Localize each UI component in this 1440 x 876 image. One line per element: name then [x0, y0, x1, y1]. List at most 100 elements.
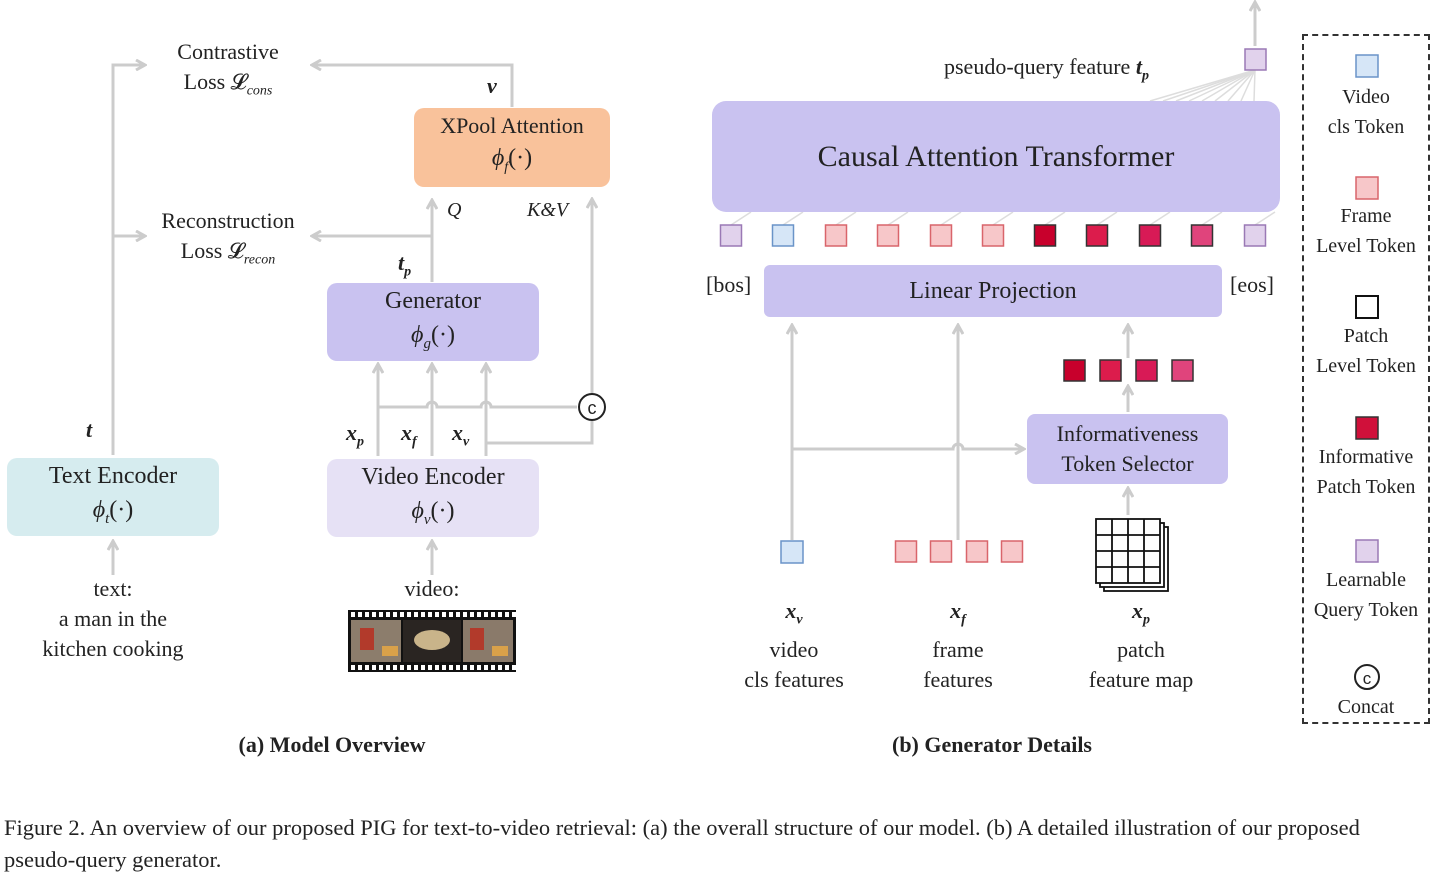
- frame-token: [1000, 540, 1024, 563]
- film-hole: [512, 665, 516, 670]
- panel-b-arrows: [792, 2, 1255, 540]
- q-label: Q: [447, 199, 462, 221]
- causal-attention-transformer-box: Causal Attention Transformer: [712, 101, 1280, 212]
- film-hole: [463, 665, 467, 670]
- film-hole: [379, 665, 383, 670]
- film-hole: [400, 665, 404, 670]
- film-hole: [456, 665, 460, 670]
- fan-line: [1227, 69, 1256, 102]
- panel-a-arrows: [113, 65, 592, 575]
- token-line: [835, 211, 857, 226]
- film-hole: [372, 665, 376, 670]
- figure-caption: Figure 2. An overview of our proposed PI…: [4, 815, 1360, 872]
- linear-projection-box: Linear Projection: [764, 265, 1222, 317]
- token-line: [782, 211, 804, 226]
- concat-node: c: [578, 393, 606, 421]
- concat-symbol: c: [588, 398, 597, 418]
- pseudo-query-token: [1244, 48, 1267, 71]
- tp-label: tp: [398, 250, 412, 280]
- film-hole: [477, 612, 481, 617]
- film-hole: [449, 665, 453, 670]
- video-input-label: video:: [404, 576, 460, 601]
- learnable-query-token-icon: [1355, 539, 1379, 563]
- film-hole: [456, 612, 460, 617]
- film-hole: [407, 612, 411, 617]
- film-hole: [351, 612, 355, 617]
- informative-token: [1063, 359, 1086, 382]
- v-label: v: [487, 73, 497, 98]
- film-hole: [435, 665, 439, 670]
- bos-label: [bos]: [706, 272, 752, 297]
- informative-token: [1033, 224, 1057, 247]
- xpool-attention-box: XPool Attention ϕf(·): [414, 108, 610, 187]
- fan-line: [1175, 69, 1256, 102]
- token-line: [1201, 211, 1223, 226]
- film-hole: [470, 612, 474, 617]
- film-hole: [414, 665, 418, 670]
- film-hole: [498, 665, 502, 670]
- text-encoder-title: Text Encoder: [48, 462, 178, 489]
- attention-fan-lines: [1149, 69, 1256, 102]
- token-line: [1254, 211, 1276, 226]
- frame-token: [929, 540, 953, 563]
- film-hole: [351, 665, 355, 670]
- linear-projection-title: Linear Projection: [909, 278, 1077, 304]
- input-xv-label: xv video cls features: [744, 598, 844, 693]
- film-hole: [505, 665, 509, 670]
- legend-icons: c: [1354, 54, 1380, 690]
- informative-patch-tokens: [1063, 359, 1194, 382]
- kv-label: K&V: [527, 199, 569, 221]
- input-video-cls-token: [780, 540, 804, 564]
- informative-token: [1190, 224, 1214, 247]
- patch-level-token-icon: [1355, 295, 1379, 319]
- t-label: t: [86, 417, 93, 442]
- film-hole: [491, 612, 495, 617]
- pseudo-query-label: pseudo-query feature tp: [944, 54, 1149, 84]
- eos-label: [eos]: [1230, 272, 1274, 297]
- informative-token: [1138, 224, 1162, 247]
- film-hole: [400, 612, 404, 617]
- token-line: [1096, 211, 1118, 226]
- xv-label: xv: [452, 420, 470, 450]
- film-hole: [421, 612, 425, 617]
- film-hole: [407, 665, 411, 670]
- frame-token: [965, 540, 989, 563]
- video-film-strip: [348, 610, 516, 672]
- informative-token: [1171, 359, 1194, 382]
- frame-token: [824, 224, 848, 247]
- film-hole: [393, 665, 397, 670]
- xf-label: xf: [401, 420, 417, 450]
- film-hole: [365, 665, 369, 670]
- subcaption-b: (b) Generator Details: [892, 732, 1092, 757]
- informativeness-selector-box: Informativeness Token Selector: [1027, 414, 1228, 484]
- subcaption-a: (a) Model Overview: [238, 732, 426, 757]
- informative-token: [1099, 359, 1122, 382]
- token-line: [1149, 211, 1171, 226]
- token-line: [940, 211, 962, 226]
- film-hole: [435, 612, 439, 617]
- generator-box: Generator ϕg(·): [327, 283, 539, 361]
- film-hole: [386, 665, 390, 670]
- film-hole: [484, 665, 488, 670]
- xpool-title: XPool Attention: [440, 112, 584, 138]
- film-hole: [379, 612, 383, 617]
- token-input-lines: [730, 211, 1276, 226]
- film-hole: [372, 612, 376, 617]
- token-line: [887, 211, 909, 226]
- video-cls-token-icon: [1355, 54, 1379, 78]
- frame-token: [876, 224, 900, 247]
- frame-level-token-icon: [1355, 176, 1379, 200]
- concat-icon: [1354, 664, 1380, 690]
- patch-feature-map-icon: [1095, 518, 1169, 592]
- text-input-label: text: a man in the kitchen cooking: [42, 576, 184, 661]
- eos-query-token: [1243, 224, 1267, 247]
- generator-title: Generator: [385, 287, 481, 314]
- contrastive-loss-label: Contrastive Loss 𝓛cons: [177, 39, 279, 99]
- token-line: [730, 211, 752, 226]
- reconstruction-loss-label: Reconstruction Loss 𝓛recon: [161, 208, 295, 268]
